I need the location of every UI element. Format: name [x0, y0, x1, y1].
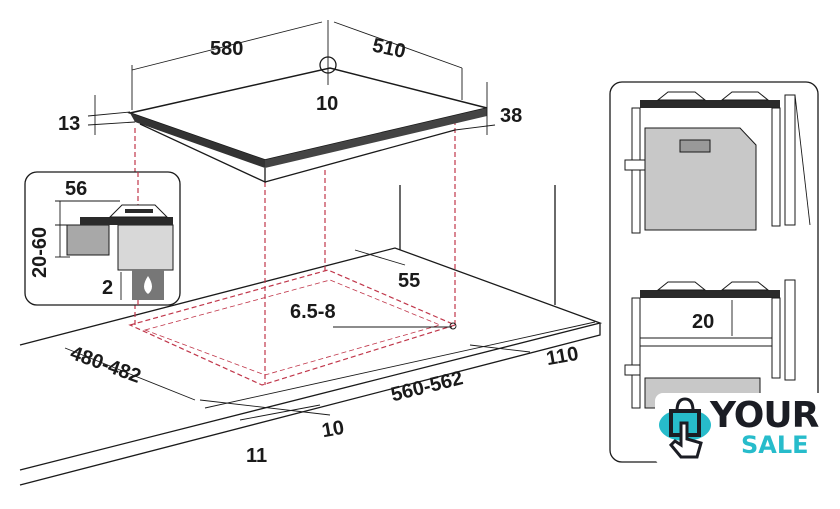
label-side-clearance: 110 — [545, 343, 581, 370]
countertop — [19, 185, 603, 486]
label-rear-gap: 55 — [398, 270, 420, 292]
label-width: 580 — [210, 38, 243, 60]
label-glass-thickness: 13 — [58, 113, 80, 135]
label-height: 38 — [500, 105, 522, 127]
mounting-pin-icon — [449, 322, 457, 330]
label-cutout-depth: 480-482 — [67, 342, 144, 388]
logo-text-your: YOUR — [710, 395, 819, 436]
logo-text-sale: SALE — [741, 431, 809, 459]
label-front-gap: 10 — [320, 417, 346, 443]
brand-logo: YOUR SALE — [655, 393, 835, 465]
label-top-offset: 56 — [65, 178, 87, 200]
hob — [127, 20, 488, 184]
cutout-inner-outline — [143, 279, 442, 376]
label-base-gap: 2 — [102, 277, 113, 299]
shopping-bag-hand-icon — [659, 397, 711, 459]
gas-flame-icon — [144, 276, 152, 294]
dimension-lines — [64, 21, 596, 421]
inset-detail: 56 20-60 2 — [24, 171, 181, 306]
label-drawer-gap: 20-60 — [29, 227, 51, 278]
side-view-panel: 20 — [609, 81, 819, 463]
label-pin-diameter: 6.5-8 — [290, 301, 336, 323]
label-depth: 510 — [370, 35, 407, 63]
label-shelf-gap: 20 — [692, 311, 714, 333]
label-front-offset: 11 — [246, 445, 267, 467]
cutout-outline — [128, 269, 457, 386]
label-corner-hole: 10 — [316, 93, 338, 115]
